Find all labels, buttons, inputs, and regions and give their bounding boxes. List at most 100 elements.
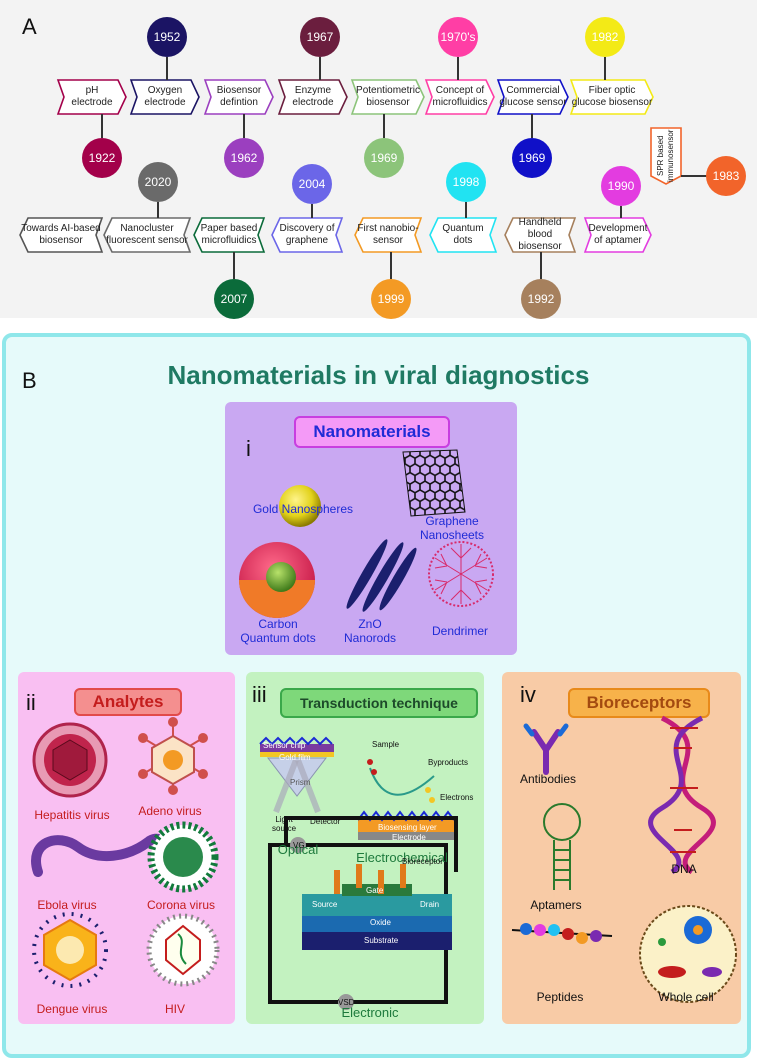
timeline-connector — [243, 114, 245, 138]
timeline-event-label: Enzyme electrode — [292, 85, 334, 108]
carbon-quantum-dots-label: Carbon Quantum dots — [240, 617, 316, 645]
timeline-year-badge: 1969 — [364, 138, 404, 178]
timeline-event-label: Concept of microfluidics — [432, 85, 488, 108]
timeline-year-badge: 1992 — [521, 279, 561, 319]
timeline-event-label: Fiber optic glucose biosensor — [571, 85, 653, 108]
transduction-header: Transduction technique — [280, 688, 478, 718]
timeline-connector — [383, 114, 385, 138]
antibody-icon — [523, 723, 569, 775]
timeline-connector — [681, 175, 707, 177]
timeline-event-label: Oxygen electrode — [144, 85, 186, 108]
dengue-virus-label: Dengue virus — [36, 1002, 108, 1016]
timeline-event-label: SPR based immunosensor — [656, 129, 675, 183]
timeline-event-label: Commercial glucose sensor — [499, 85, 567, 108]
timeline-connector — [531, 114, 533, 138]
bioreceptors-numeral: iv — [520, 682, 536, 707]
biosensing-layer-label: Biosensing layer — [378, 823, 437, 832]
corona-virus-icon — [147, 821, 219, 893]
corona-virus-label: Corona virus — [146, 898, 216, 912]
dna-label: DNA — [671, 862, 697, 876]
graphene-nanosheets-label: Graphene Nanosheets — [419, 514, 485, 542]
peptide-icon — [511, 923, 613, 944]
sensor-chip-label: Sensor chip — [263, 741, 306, 750]
timeline-flag: Biosensor defintion — [203, 79, 274, 115]
zno-nanorods-label: ZnO Nanorods — [343, 617, 397, 645]
timeline-connector — [319, 57, 321, 80]
carbon-quantum-dot-icon — [239, 542, 315, 618]
timeline-flag: SPR based immunosensor — [650, 127, 682, 185]
timeline-event-label: Nanocluster fluorescent sensor — [106, 223, 188, 246]
electrons-label: Electrons — [440, 793, 474, 802]
timeline-flag: pH electrode — [56, 79, 127, 115]
timeline-flag: Towards AI-based biosensor — [19, 217, 104, 253]
prism-label: Prism — [290, 778, 311, 787]
ebola-virus-icon — [31, 833, 168, 877]
timeline-connector — [101, 114, 103, 138]
bioreceptor-label: Bioreceptor — [402, 857, 443, 866]
panel-b-title: Nanomaterials in viral diagnostics — [167, 360, 590, 390]
timeline-year-badge: 2007 — [214, 279, 254, 319]
analytes-art — [31, 717, 220, 988]
timeline-flag: First nanobio- sensor — [354, 217, 423, 253]
adeno-virus-icon — [138, 717, 208, 795]
timeline-year-badge: 1969 — [512, 138, 552, 178]
whole-cell-icon — [639, 905, 737, 1003]
timeline-connector — [233, 252, 235, 279]
timeline-flag: Oxygen electrode — [129, 79, 200, 115]
timeline-connector — [157, 202, 159, 218]
hepatitis-virus-icon — [32, 722, 108, 798]
substrate-label: Substrate — [364, 936, 399, 945]
timeline-flag: Quantum dots — [429, 217, 498, 253]
electronic-label: Electronic — [341, 1005, 399, 1020]
electrochemical-sensor-diagram — [357, 759, 455, 840]
timeline-flag: Concept of microfluidics — [424, 79, 495, 115]
bioreceptors-header: Bioreceptors — [568, 688, 710, 718]
timeline-year-badge: 1990 — [601, 166, 641, 206]
timeline-event-label: Paper based microfluidics — [200, 223, 258, 246]
gold-nanosphere-icon — [279, 485, 321, 527]
panel-a-label: A — [22, 14, 37, 39]
timeline-year-badge: 1967 — [300, 17, 340, 57]
panel-b-label: B — [22, 368, 37, 393]
whole-cell-label: Whole cell — [658, 990, 714, 1004]
peptides-label: Peptides — [536, 990, 584, 1004]
electronic-sensor-diagram — [268, 816, 458, 1010]
analytes-numeral: ii — [26, 690, 36, 715]
hepatitis-virus-label: Hepatitis virus — [34, 808, 110, 822]
timeline-connector — [604, 57, 606, 80]
timeline-flag: Enzyme electrode — [277, 79, 348, 115]
timeline-flag: Fiber optic glucose biosensor — [569, 79, 654, 115]
nanomaterials-header: Nanomaterials — [294, 416, 450, 448]
transduction-numeral: iii — [252, 682, 267, 707]
nanomaterials-art — [239, 449, 494, 618]
transduction-art — [259, 736, 458, 1010]
timeline-year-badge: 1962 — [224, 138, 264, 178]
timeline-connector — [465, 202, 467, 218]
dna-icon — [648, 715, 716, 875]
detector-label: Detector — [310, 817, 341, 826]
vg-label: VG — [293, 841, 305, 850]
optical-sensor-diagram — [259, 736, 334, 814]
dendrimer-icon — [428, 541, 494, 607]
timeline-connector — [540, 252, 542, 279]
timeline-flag: Development of aptamer — [583, 217, 652, 253]
aptamer-icon — [543, 803, 581, 890]
sample-label: Sample — [372, 740, 400, 749]
timeline-year-badge: 2004 — [292, 164, 332, 204]
hiv-label: HIV — [164, 1002, 185, 1016]
timeline-flag: Discovery of graphene — [271, 217, 344, 253]
aptamers-label: Aptamers — [530, 898, 582, 912]
timeline-event-label: pH electrode — [71, 85, 113, 108]
timeline-event-label: Biosensor defintion — [216, 85, 262, 108]
optical-label: Optical — [277, 842, 319, 857]
adeno-virus-label: Adeno virus — [138, 804, 202, 818]
timeline-connector — [390, 252, 392, 279]
timeline-year-badge: 1970's — [438, 17, 478, 57]
timeline-event-label: Towards AI-based biosensor — [21, 223, 101, 246]
light-source-label: Light source — [272, 815, 297, 833]
vsd-label: VSD — [338, 998, 355, 1007]
timeline-event-label: Quantum dots — [442, 223, 484, 246]
gold-film-label: Gold film — [279, 753, 311, 762]
source-label: Source — [312, 900, 338, 909]
